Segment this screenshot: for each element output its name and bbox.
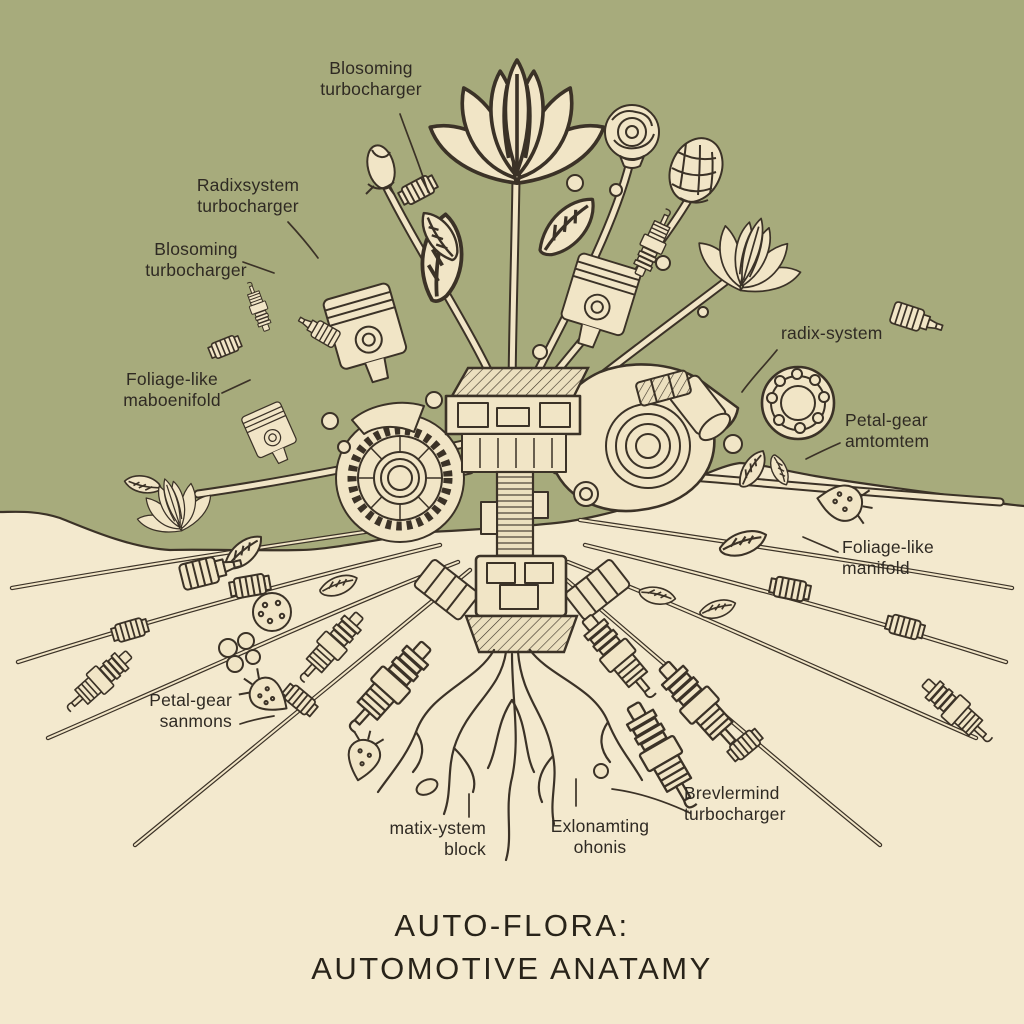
label-petal-gear-sanmons: Petal-gear sanmons bbox=[100, 690, 232, 733]
label-radix-system: radix-system bbox=[781, 323, 951, 344]
label-line: manifold bbox=[842, 558, 910, 579]
title-line-1: AUTO-FLORA: bbox=[394, 908, 630, 943]
title-line-2: AUTOMOTIVE ANATAMY bbox=[311, 951, 713, 987]
label-line: Petal-gear bbox=[149, 690, 232, 710]
label-line: turbocharger bbox=[197, 196, 299, 217]
label-line: radix-system bbox=[781, 323, 883, 343]
label-line: Foliage-like bbox=[126, 369, 218, 389]
berries bbox=[218, 174, 743, 796]
label-radixsystem-turbocharger: Radixsystem turbocharger bbox=[172, 175, 324, 218]
label-line: Blosoming bbox=[329, 58, 413, 78]
label-petal-gear-amtomtem: Petal-gear amtomtem bbox=[845, 410, 985, 453]
label-line: Brevlermind bbox=[684, 783, 780, 803]
carburetor-block bbox=[413, 554, 631, 654]
label-blosoming-turbocharger-top: Blosoming turbocharger bbox=[295, 58, 447, 101]
engine-block bbox=[444, 366, 590, 473]
label-line: turbocharger bbox=[320, 79, 422, 100]
label-line: turbocharger bbox=[684, 804, 786, 825]
label-line: ohonis bbox=[573, 837, 627, 858]
label-line: maboenifold bbox=[123, 390, 221, 411]
leader-lines bbox=[221, 113, 841, 818]
hop-cone bbox=[668, 137, 724, 204]
ball-bearing bbox=[760, 365, 836, 441]
label-line: block bbox=[444, 839, 486, 860]
label-line: Petal-gear bbox=[845, 410, 928, 430]
label-matix-ystem-block: matix-ystem block bbox=[355, 818, 486, 861]
label-exlonamting-ohonis: Exlonamting ohonis bbox=[527, 816, 673, 859]
label-line: amtomtem bbox=[845, 431, 930, 452]
label-foliage-like-manifold: Foliage-like manifold bbox=[842, 537, 982, 580]
gear-distributor bbox=[335, 401, 465, 543]
label-line: Radixsystem bbox=[196, 175, 300, 195]
label-line: Exlonamting bbox=[550, 816, 650, 836]
label-brevlermind-turbocharger: Brevlermind turbocharger bbox=[684, 783, 844, 826]
label-foliage-like-maboenifold: Foliage-like maboenifold bbox=[96, 369, 248, 412]
rose-bloom bbox=[604, 104, 660, 169]
label-line: turbocharger bbox=[145, 260, 247, 281]
label-line: Blosoming bbox=[154, 239, 238, 259]
background-wave-edge bbox=[0, 461, 1024, 552]
label-line: matix-ystem bbox=[389, 818, 486, 838]
turbocharger-snail bbox=[548, 363, 740, 513]
flower-bud bbox=[365, 144, 396, 195]
poster-title: AUTO-FLORA: AUTOMOTIVE ANATAMY bbox=[0, 904, 1024, 991]
label-line: Foliage-like bbox=[842, 537, 934, 557]
strawberries bbox=[238, 484, 873, 782]
label-line: sanmons bbox=[159, 711, 232, 732]
label-blosoming-turbocharger-left: Blosoming turbocharger bbox=[120, 239, 272, 282]
oil-pan bbox=[464, 614, 579, 654]
root-system bbox=[376, 648, 644, 862]
